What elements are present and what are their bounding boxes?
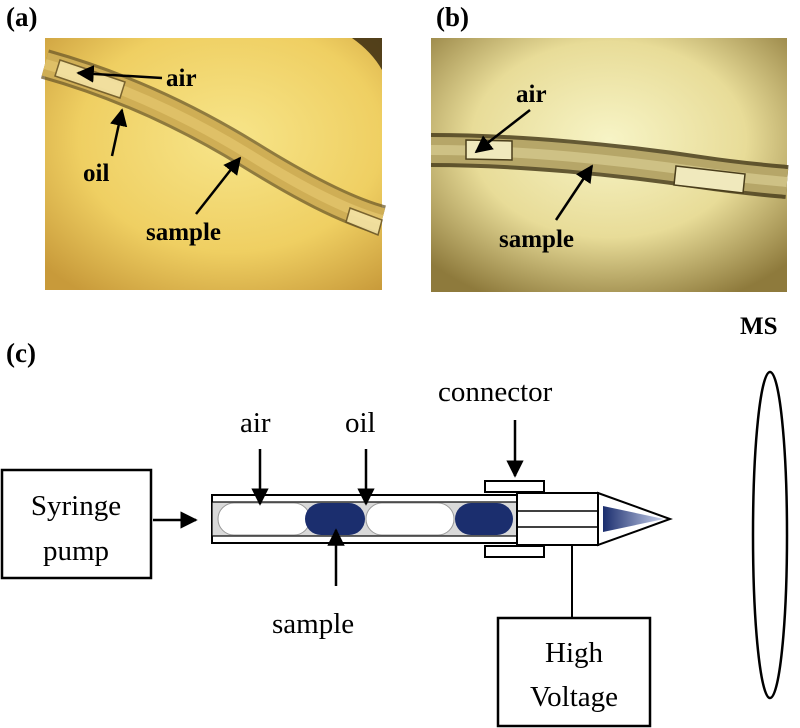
panel-a-tag: (a) <box>6 2 37 32</box>
panel-a-sample-arrow <box>195 156 242 215</box>
ms-label: MS <box>740 313 778 340</box>
panel-b: (b) air sample <box>430 2 789 292</box>
high-voltage-box <box>496 616 652 728</box>
syringe-pump-label-line1: Syringe <box>31 490 121 522</box>
panel-b-sample-label: sample <box>499 226 574 253</box>
panel-a-oil-label: oil <box>83 160 109 187</box>
capillary-oil-label: oil <box>345 407 376 439</box>
connector-label: connector <box>438 376 553 408</box>
ms-inlet <box>751 370 789 700</box>
panel-b-air-label: air <box>516 81 547 108</box>
panel-a-air-label: air <box>166 65 197 92</box>
panel-c-tag: (c) <box>6 338 36 368</box>
panel-b-sample-arrow <box>554 164 594 221</box>
panel-b-air-arrow <box>474 109 531 154</box>
panel-a-air-arrow <box>76 65 163 83</box>
high-voltage-label-line1: High <box>545 637 604 669</box>
panel-a-sample-label: sample <box>146 219 221 246</box>
connector-top <box>484 480 545 493</box>
panel-b-tag: (b) <box>436 2 469 32</box>
panel-c: (c) MS Syringe pump connector air oil <box>0 313 789 728</box>
connector-body <box>516 492 599 546</box>
air-plug-1 <box>217 502 311 536</box>
panel-a-oil-arrow <box>110 108 128 157</box>
capillary-sample-label: sample <box>272 608 354 640</box>
syringe-pump-label-line2: pump <box>43 535 109 567</box>
connector-bottom <box>484 545 545 558</box>
air-plug-2 <box>365 502 455 536</box>
sample-plug-2 <box>455 503 513 535</box>
capillary-air-label: air <box>240 407 271 439</box>
high-voltage-label-line2: Voltage <box>530 681 618 713</box>
syringe-pump-box <box>0 468 153 580</box>
panel-a: (a) air oil sample <box>6 2 387 290</box>
sample-plug-1 <box>305 503 365 535</box>
